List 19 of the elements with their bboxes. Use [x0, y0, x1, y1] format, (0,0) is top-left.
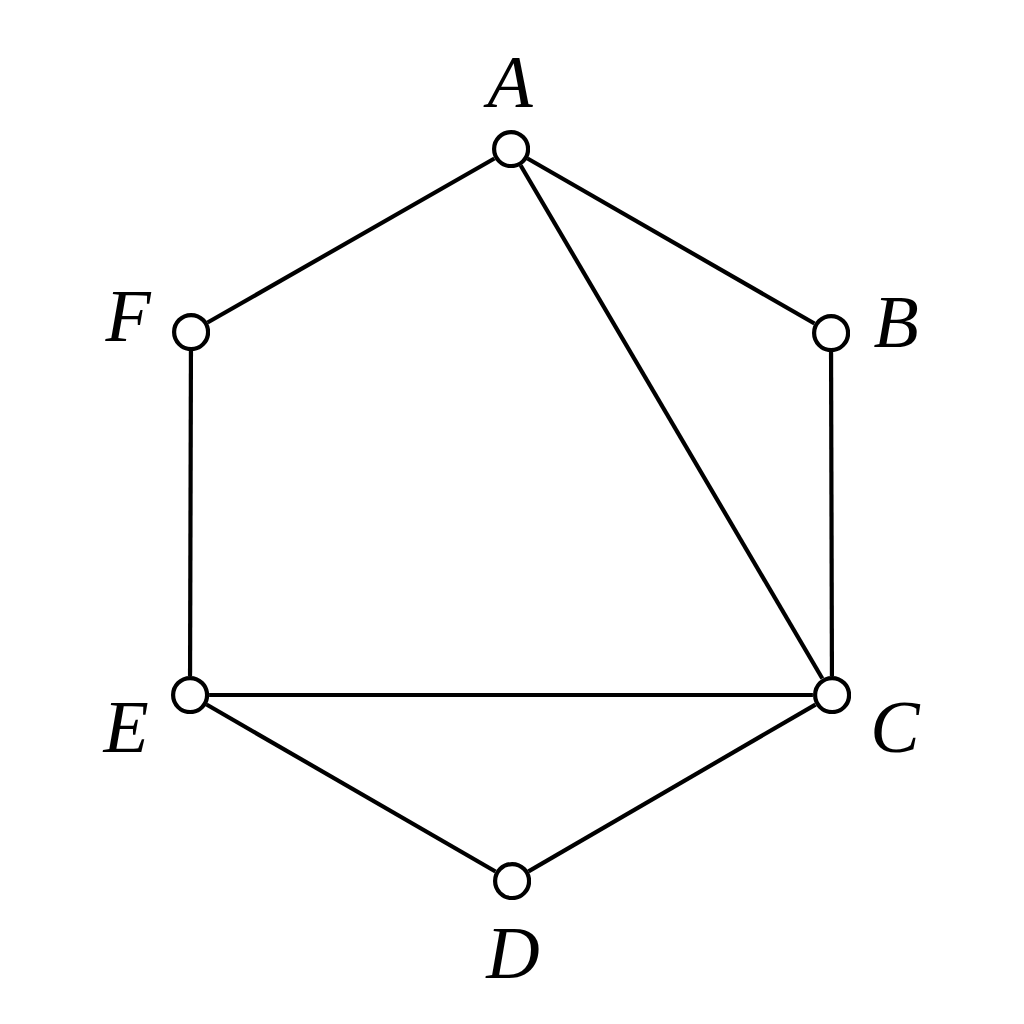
edge-line: [518, 164, 825, 680]
edge-line: [206, 156, 496, 325]
vertex-label: F: [105, 279, 151, 353]
edge-line: [187, 351, 194, 676]
vertex-label: E: [103, 690, 149, 764]
vertex-circle: [491, 129, 531, 169]
edge-line: [527, 702, 817, 874]
vertex-circle: [812, 675, 852, 715]
vertex-label: B: [873, 285, 919, 359]
vertex-circle: [811, 313, 851, 353]
edge-line: [828, 352, 835, 676]
vertex-label: C: [870, 690, 920, 764]
vertex-circle: [170, 675, 210, 715]
vertex-circle: [492, 861, 532, 901]
vertex-circle: [171, 312, 211, 352]
edge-line: [209, 692, 813, 698]
edge-line: [526, 156, 816, 326]
edge-line: [205, 702, 497, 874]
vertex-label: D: [486, 916, 540, 990]
